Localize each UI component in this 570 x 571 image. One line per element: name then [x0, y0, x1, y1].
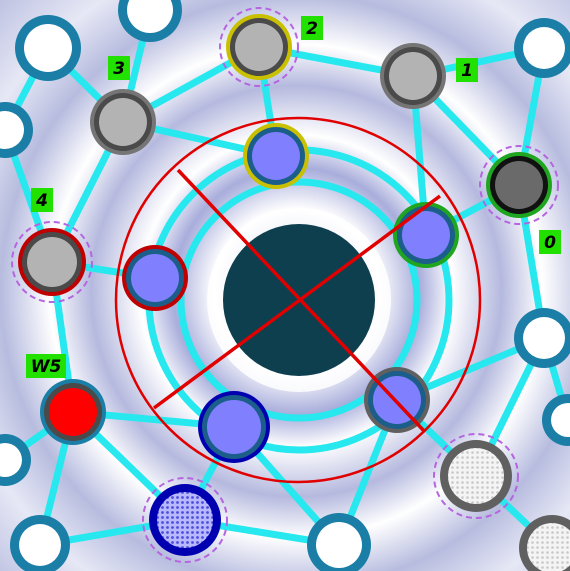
node-n-tl[interactable] [15, 15, 81, 81]
node-label-1: 1 [456, 58, 478, 82]
node-n-w5[interactable] [40, 379, 106, 445]
node-label-0: 0 [539, 230, 561, 254]
svg-text:1: 1 [461, 61, 473, 81]
node-n-0[interactable] [480, 146, 558, 224]
svg-text:W5: W5 [31, 357, 62, 377]
node-label-W5: W5 [26, 354, 66, 378]
svg-text:0: 0 [544, 233, 556, 253]
node-label-4: 4 [31, 188, 53, 212]
svg-text:4: 4 [35, 191, 48, 211]
svg-text:3: 3 [113, 59, 125, 79]
svg-text:2: 2 [306, 19, 318, 39]
node-n-1[interactable] [380, 43, 446, 109]
node-label-2: 2 [301, 16, 323, 40]
node-n-3[interactable] [90, 89, 156, 155]
node-u-top[interactable] [243, 123, 309, 189]
node-u-bottom[interactable] [198, 391, 270, 463]
node-u-left[interactable] [122, 245, 188, 311]
node-n-2[interactable] [220, 8, 298, 86]
node-u-right[interactable] [393, 202, 459, 268]
node-label-3: 3 [108, 56, 130, 80]
